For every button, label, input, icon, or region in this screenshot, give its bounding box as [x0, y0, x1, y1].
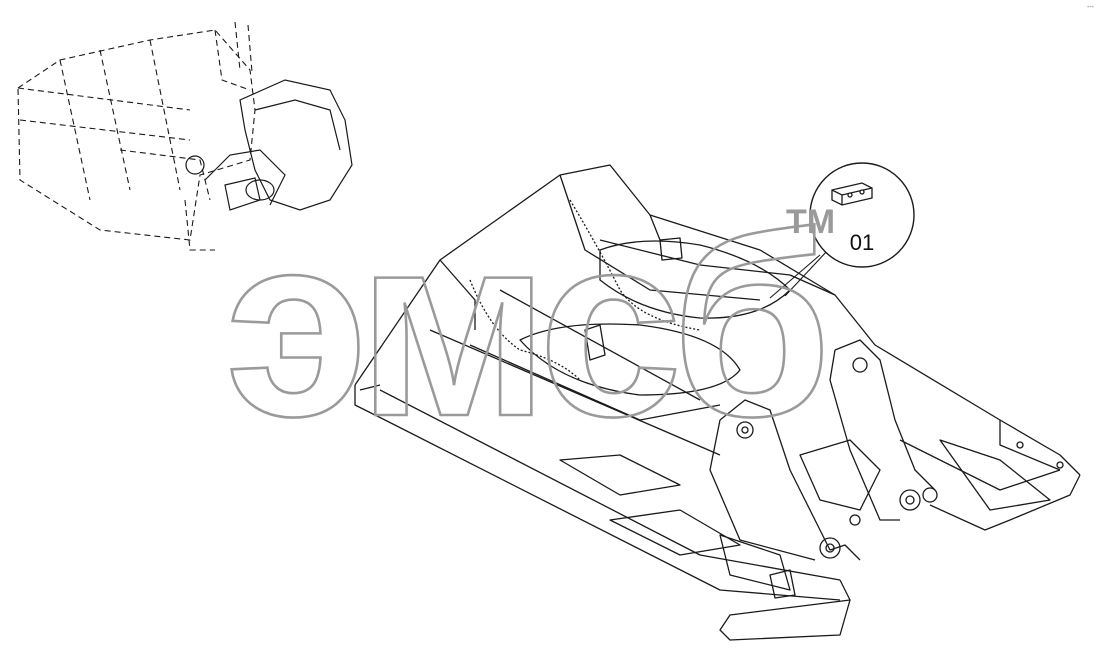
engine-assembly-dashed [17, 21, 256, 251]
part-01-callout [809, 162, 915, 268]
part-01-plate-icon [831, 182, 873, 206]
watermark-text: эмсб [225, 181, 824, 471]
watermark-logo: эмсб TM [224, 180, 835, 473]
main-frame [354, 164, 1081, 641]
engine-assembly-solid [185, 79, 353, 211]
part-01-label: 01 [849, 230, 875, 255]
watermark-tm: TM [786, 203, 835, 241]
corner-code: --- [1087, 4, 1094, 11]
callout-leader [769, 249, 829, 299]
